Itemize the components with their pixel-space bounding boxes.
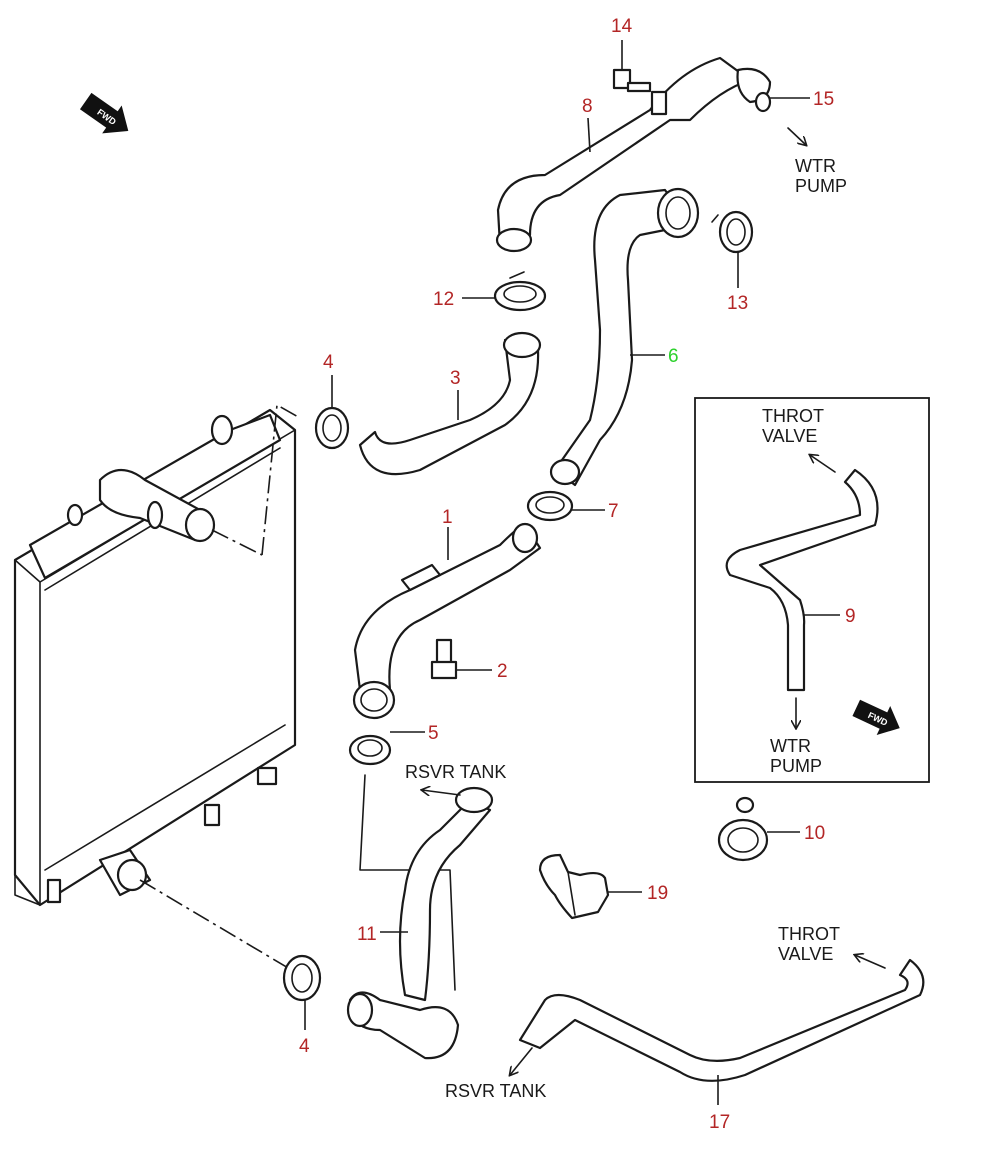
fwd-arrow-icon: FWD xyxy=(852,699,900,736)
radiator xyxy=(13,408,297,907)
hose-clamp-icon xyxy=(711,210,754,254)
callout-19: 19 xyxy=(647,883,668,904)
bolt-icon xyxy=(612,68,652,93)
hose-clamp-icon xyxy=(348,734,392,766)
throt-box-line2: VALVE xyxy=(762,426,817,446)
callout-6: 6 xyxy=(668,346,679,367)
callout-10: 10 xyxy=(804,823,825,844)
hose-clamp-icon xyxy=(526,490,574,522)
hose-clamp-icon xyxy=(314,406,350,450)
callout-12: 12 xyxy=(433,289,454,310)
wtr-pump-box-line2: PUMP xyxy=(770,756,822,776)
hose-clamp-icon xyxy=(282,954,322,1002)
callout-15: 15 xyxy=(813,89,834,110)
callout-7: 7 xyxy=(608,501,619,522)
hose-clamp-icon xyxy=(493,271,547,312)
rsvr-tank-mid: RSVR TANK xyxy=(405,762,506,782)
throt-bottom-line1: THROT xyxy=(778,924,840,944)
callout-8: 8 xyxy=(582,96,593,117)
hose-clamp-icon xyxy=(717,796,769,862)
wtr-pump-box-line1: WTR xyxy=(770,736,811,756)
rsvr-tank-bottom: RSVR TANK xyxy=(445,1081,546,1101)
callout-9: 9 xyxy=(845,606,856,627)
throt-box-line1: THROT xyxy=(762,406,824,426)
callout-13: 13 xyxy=(727,293,748,314)
hose-clip xyxy=(538,853,610,920)
wtr-pump-top-line1: WTR xyxy=(795,156,836,176)
fwd-arrow-icon: FWD xyxy=(79,92,129,134)
callout-17: 17 xyxy=(709,1112,730,1133)
callout-1: 1 xyxy=(442,507,453,528)
callout-14: 14 xyxy=(611,16,633,37)
callout-2: 2 xyxy=(497,661,508,682)
throt-bottom-line2: VALVE xyxy=(778,944,833,964)
callout-4-upper: 4 xyxy=(323,352,334,373)
callout-5: 5 xyxy=(428,723,439,744)
callout-11: 11 xyxy=(357,924,377,945)
o-ring-icon xyxy=(754,91,772,113)
wtr-pump-top-line2: PUMP xyxy=(795,176,847,196)
bolt-icon xyxy=(430,638,458,680)
callout-3: 3 xyxy=(450,368,461,389)
callout-4-lower: 4 xyxy=(299,1036,310,1057)
inset-box xyxy=(694,397,930,783)
